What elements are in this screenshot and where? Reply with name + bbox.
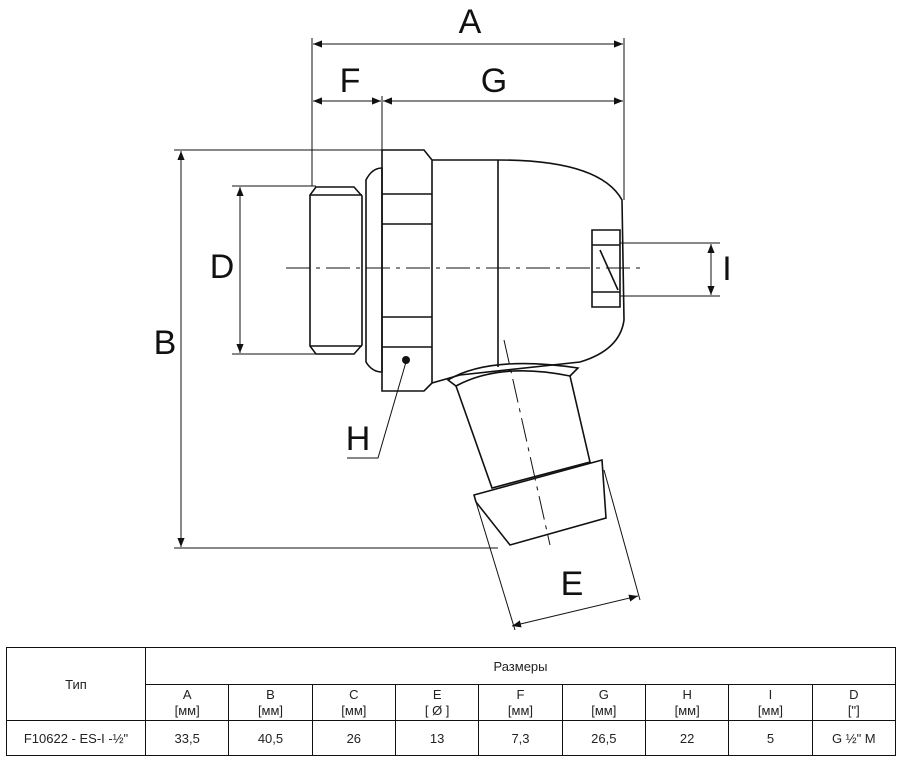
column-header-g: G[мм]: [561, 684, 646, 721]
column-header-i: I[мм]: [728, 684, 813, 721]
column-header-b: B[мм]: [228, 684, 313, 721]
column-header-a: A[мм]: [144, 684, 230, 721]
leader-dot: [402, 356, 410, 364]
valve-body: [309, 149, 625, 546]
value-cell-i: 5: [728, 720, 813, 756]
type-cell: F10622 - ES-I -½": [6, 720, 146, 756]
type-header: Тип: [6, 647, 146, 721]
label-e: E: [561, 565, 584, 603]
value-cell-f: 7,3: [478, 720, 563, 756]
label-a: A: [459, 3, 482, 41]
extension-lines: [174, 38, 720, 631]
column-header-c: C[мм]: [311, 684, 396, 721]
label-d: D: [210, 248, 235, 286]
column-header-d: D["]: [811, 684, 897, 721]
table-row: F10622 - ES-I -½" 33,5 40,5 26 13 7,3 26…: [6, 720, 897, 756]
column-header-f: F[мм]: [478, 684, 563, 721]
technical-drawing: A F G D I B H E: [154, 3, 732, 631]
value-cell-a: 33,5: [144, 720, 230, 756]
label-g: G: [481, 62, 507, 100]
centerlines: [286, 267, 646, 546]
column-header-h: H[мм]: [644, 684, 730, 721]
value-cell-h: 22: [644, 720, 730, 756]
value-cell-d: G ½" M: [811, 720, 897, 756]
specification-table: Тип Размеры A[мм] B[мм] C[мм] E[ Ø ] F[м…: [6, 647, 897, 756]
label-f: F: [340, 62, 361, 100]
dimension-labels: A F G D I B H E: [154, 3, 732, 603]
label-i: I: [722, 250, 731, 288]
value-cell-c: 26: [311, 720, 396, 756]
dimensions-header: Размеры: [145, 647, 896, 685]
value-cell-e: 13: [394, 720, 480, 756]
label-b: B: [154, 324, 177, 362]
column-header-e: E[ Ø ]: [394, 684, 480, 721]
value-cell-b: 40,5: [228, 720, 313, 756]
dimension-lines: [177, 40, 715, 628]
value-cell-g: 26,5: [561, 720, 646, 756]
label-h: H: [346, 420, 371, 458]
